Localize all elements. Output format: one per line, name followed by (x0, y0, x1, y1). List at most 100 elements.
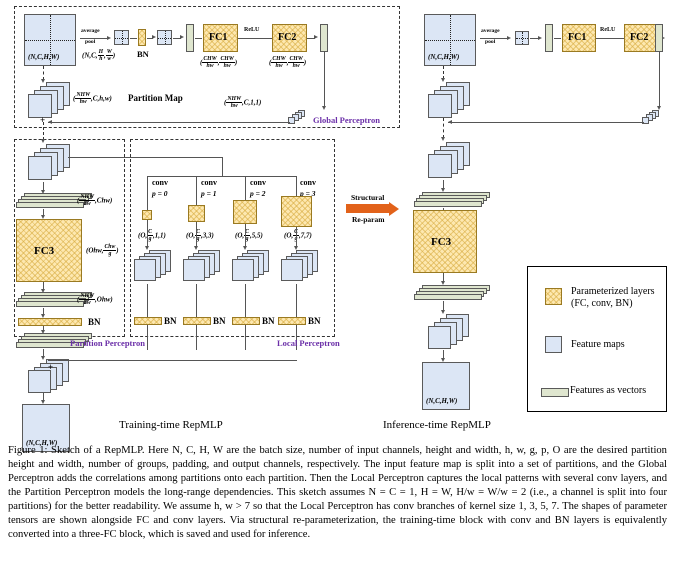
fmap-layer (428, 94, 452, 118)
conv-to-out-arrowhead (242, 246, 247, 250)
train-vec-to-fc1-line (195, 37, 202, 39)
train-relu-line (238, 37, 272, 39)
train-avgpool-label-2: pool (85, 39, 96, 45)
pooled-prefix: (N,C, (82, 51, 98, 60)
infer-vec-stack-before-fc3 (414, 192, 496, 209)
global-perceptron-group-label: Global Perceptron (313, 115, 380, 125)
conv-to-out-arrowhead (144, 246, 149, 250)
train-fc2-block (272, 24, 307, 52)
train-input-shape-label: (N,C,H,W) (28, 53, 60, 61)
fmap-layer (232, 259, 254, 281)
conv-to-bn-line (196, 284, 197, 317)
infer-fc2-label: FC2 (630, 32, 649, 43)
train-pool-to-bn-line (130, 37, 137, 39)
infer-global-add-arrowhead (448, 119, 452, 124)
conv-to-out-line (245, 224, 246, 247)
train-fc2-label: FC2 (278, 32, 297, 43)
local-perceptron-box (130, 139, 335, 337)
train-vec-before-fc1 (186, 24, 194, 52)
conv-kernel-block (233, 200, 257, 224)
train-to-fc3-arrowhead (40, 215, 45, 219)
infer-vec-to-stack-arrowhead (440, 310, 445, 314)
conv-branch-title: conv (300, 178, 316, 187)
conv-bn-label: BN (213, 316, 226, 326)
conv-to-out-arrowhead (293, 246, 298, 250)
conv-branch-title: conv (250, 178, 266, 187)
train-fc1-label: FC1 (209, 32, 228, 43)
figure-caption: Figure 1: Sketch of a RepMLP. Here N, C,… (8, 444, 667, 542)
conv-branch-title: conv (152, 178, 168, 187)
train-input-feature-map (24, 14, 76, 66)
infer-output-feature-map (422, 362, 470, 410)
train-input-to-partition-arrowhead (40, 79, 45, 83)
fmap-layer (28, 94, 52, 118)
infer-partition-stack (428, 82, 480, 120)
conv-to-out-arrowhead (193, 246, 198, 250)
infer-output-shape-label: (N,C,H,W) (426, 397, 458, 405)
infer-partition-down-arrowhead (440, 137, 445, 141)
train-partition-out-line (43, 349, 44, 358)
train-fc2-down-arrowhead (321, 106, 326, 110)
conv-out-stack (232, 250, 276, 284)
global-perceptron-box (14, 6, 400, 128)
infer-fc3-out-line (443, 273, 444, 282)
infer-relu-label: ReLU (600, 27, 616, 33)
train-add-plus-1: + (40, 115, 46, 125)
conv-to-out-line (147, 230, 148, 247)
caption-body: Sketch of a RepMLP. Here N, C, H, W are … (8, 445, 667, 540)
conv-branch-line (296, 176, 297, 196)
conv-bn-out-line (245, 325, 246, 350)
train-pooled-map-2 (157, 30, 172, 45)
infer-partition-down-line (443, 118, 444, 138)
train-fc1-block (203, 24, 238, 52)
infer-vec-stack-after-fc3 (414, 285, 496, 302)
conv-out-stack (183, 250, 227, 284)
conv-bn-block (232, 317, 260, 325)
legend-label-parameterized-line1: Parameterized layers (571, 286, 655, 297)
train-fc3-label: FC3 (34, 245, 55, 257)
fmap-layer (28, 370, 51, 393)
infer-fc3-block (413, 210, 477, 273)
infer-vec-before-fc1 (545, 24, 553, 52)
train-branch-drop-line (222, 157, 223, 176)
legend-swatch-parameterized (545, 288, 562, 305)
infer-post-global-stack (428, 142, 480, 180)
fmap-layer (428, 154, 452, 178)
legend-label-vectors: Features as vectors (570, 385, 647, 396)
legend-label-parameterized-line2: (FC, conv, BN) (571, 298, 633, 309)
infer-relu-line (596, 38, 624, 39)
reparam-label-line1: Structural (351, 193, 385, 202)
infer-to-vec-line (443, 180, 444, 190)
local-perceptron-group-label: Local Perceptron (277, 338, 340, 348)
infer-fc1-label: FC1 (568, 32, 587, 43)
train-bn-text-label: BN (137, 49, 149, 59)
fmap-layer (28, 156, 52, 180)
train-partition-map-stack (28, 82, 80, 120)
train-branch-spread-line (147, 176, 297, 177)
legend-box: Parameterized layers (FC, conv, BN) Feat… (527, 266, 667, 412)
conv-branch-line (245, 176, 246, 202)
train-post-global-stack (28, 144, 80, 182)
infer-avgpool-label-2: pool (485, 39, 496, 45)
train-relu-label: ReLU (244, 27, 260, 33)
train-bn-after-fc3-block (18, 318, 82, 326)
train-bn2-out-arrowhead (40, 330, 45, 334)
infer-avgpool-label-1: average (481, 28, 500, 34)
train-fc2-arrowhead (314, 35, 318, 39)
infer-out-stack (428, 314, 480, 350)
fmap-layer (281, 259, 303, 281)
conv-bn-label: BN (308, 316, 321, 326)
train-to-bn2-arrowhead (40, 314, 45, 318)
conv-out-stack (134, 250, 178, 284)
